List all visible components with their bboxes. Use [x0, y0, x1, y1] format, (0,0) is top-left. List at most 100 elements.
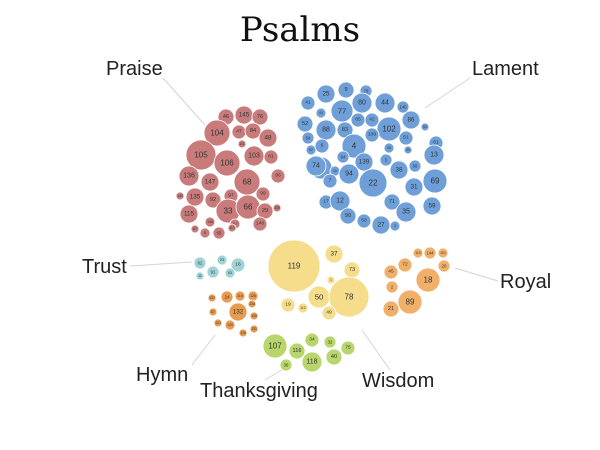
leader-line-thanksgiving — [264, 367, 286, 381]
psalm-label-101: 101 — [440, 251, 446, 255]
psalm-bubble-37 — [324, 244, 344, 264]
psalm-label-6: 6 — [321, 143, 324, 149]
psalm-label-69: 69 — [431, 177, 440, 186]
psalm-bubble-94 — [338, 163, 360, 185]
psalm-label-63: 63 — [228, 271, 232, 275]
psalm-label-22: 22 — [369, 179, 378, 188]
psalm-bubble-115 — [179, 204, 199, 224]
psalm-label-118: 118 — [306, 359, 317, 366]
psalm-label-8: 8 — [204, 231, 206, 235]
psalm-bubble-78 — [328, 276, 370, 318]
psalm-label-128: 128 — [251, 314, 257, 318]
psalm-label-140: 140 — [400, 105, 408, 110]
psalm-label-72: 72 — [402, 262, 408, 268]
psalm-label-43: 43 — [319, 111, 323, 115]
psalm-bubble-132 — [228, 302, 248, 322]
psalm-bubble-19 — [280, 297, 296, 313]
psalm-label-62: 62 — [198, 261, 203, 266]
psalm-label-21: 21 — [388, 306, 394, 312]
psalm-label-61: 61 — [433, 140, 439, 146]
psalm-label-150: 150 — [274, 206, 280, 210]
psalm-label-89: 89 — [406, 298, 415, 307]
psalm-bubble-45 — [383, 264, 399, 280]
psalm-label-119: 119 — [288, 262, 301, 271]
psalm-bubble-20 — [437, 259, 451, 273]
psalm-label-11: 11 — [198, 274, 202, 278]
psalm-label-40: 40 — [331, 354, 337, 360]
psalm-label-102: 102 — [382, 125, 396, 134]
psalm-bubble-86 — [401, 110, 421, 130]
psalm-bubble-102 — [376, 116, 402, 142]
psalm-label-49: 49 — [326, 310, 332, 316]
psalm-label-73: 73 — [349, 267, 355, 273]
psalm-bubble-39 — [403, 145, 413, 155]
psalm-label-30: 30 — [284, 363, 289, 368]
psalm-bubble-150 — [272, 203, 282, 213]
psalm-bubble-63 — [224, 267, 236, 279]
psalm-label-148: 148 — [207, 220, 213, 224]
psalm-bubble-137 — [207, 293, 217, 303]
psalm-label-110: 110 — [415, 251, 421, 255]
psalm-bubble-42 — [364, 112, 380, 128]
psalm-label-113: 113 — [229, 226, 235, 230]
psalm-bubble-52 — [296, 115, 314, 133]
psalm-bubble-6 — [314, 138, 330, 154]
psalm-bubble-11 — [195, 271, 205, 281]
psalm-label-81: 81 — [268, 154, 274, 160]
psalm-label-13: 13 — [430, 152, 438, 159]
psalm-label-58: 58 — [361, 218, 367, 224]
psalm-bubble-51 — [398, 130, 414, 146]
psalm-bubble-114 — [234, 290, 246, 302]
psalm-label-121: 121 — [215, 321, 221, 325]
psalm-bubble-144 — [423, 246, 437, 260]
psalm-label-47: 47 — [236, 129, 242, 135]
psalm-bubble-13 — [423, 144, 445, 166]
psalm-bubble-62 — [193, 256, 207, 270]
psalm-bubble-7 — [322, 173, 338, 189]
psalm-label-77: 77 — [338, 107, 347, 116]
psalm-label-25: 25 — [322, 91, 330, 98]
psalm-label-105: 105 — [194, 151, 208, 160]
psalm-bubble-53 — [420, 122, 430, 132]
psalm-bubble-91 — [206, 265, 220, 279]
leader-line-trust — [129, 261, 193, 267]
psalm-label-134: 134 — [249, 302, 255, 306]
psalm-bubble-84 — [244, 122, 262, 140]
psalm-bubble-80 — [351, 92, 373, 114]
diagram-title: Psalms — [239, 10, 361, 50]
psalm-label-76: 76 — [257, 114, 263, 120]
psalm-bubble-9 — [337, 81, 355, 99]
leader-line-wisdom — [361, 329, 391, 371]
psalm-label-18: 18 — [424, 276, 433, 285]
psalm-label-50: 50 — [315, 293, 324, 302]
psalm-label-10: 10 — [333, 169, 337, 173]
psalm-label-41: 41 — [305, 100, 311, 106]
psalm-bubble-77 — [330, 99, 354, 123]
psalm-bubble-22 — [358, 168, 388, 198]
psalm-label-135: 135 — [190, 194, 201, 201]
psalm-bubble-3 — [389, 220, 401, 232]
psalm-bubble-5 — [379, 153, 393, 167]
psalm-label-68: 68 — [243, 178, 252, 187]
psalm-bubble-140 — [396, 100, 410, 114]
psalm-bubble-89 — [397, 289, 423, 315]
psalm-bubble-148 — [204, 216, 216, 228]
psalm-bubble-59 — [422, 196, 442, 216]
psalm-label-38: 38 — [395, 167, 403, 174]
psalm-label-36: 36 — [387, 146, 391, 150]
psalm-bubble-49 — [321, 305, 337, 321]
psalm-bubble-75 — [340, 340, 356, 356]
psalm-bubble-41 — [300, 95, 316, 111]
psalm-bubble-35 — [395, 201, 417, 223]
psalm-label-149: 149 — [177, 194, 183, 198]
psalm-label-111: 111 — [239, 142, 244, 146]
psalm-bubble-1 — [326, 275, 336, 285]
psalm-bubble-149 — [175, 191, 185, 201]
psalm-label-59: 59 — [428, 203, 436, 210]
psalm-label-56: 56 — [413, 164, 418, 169]
psalm-bubble-8 — [199, 227, 211, 239]
psalm-bubble-18 — [415, 267, 441, 293]
psalm-label-136: 136 — [183, 173, 195, 180]
